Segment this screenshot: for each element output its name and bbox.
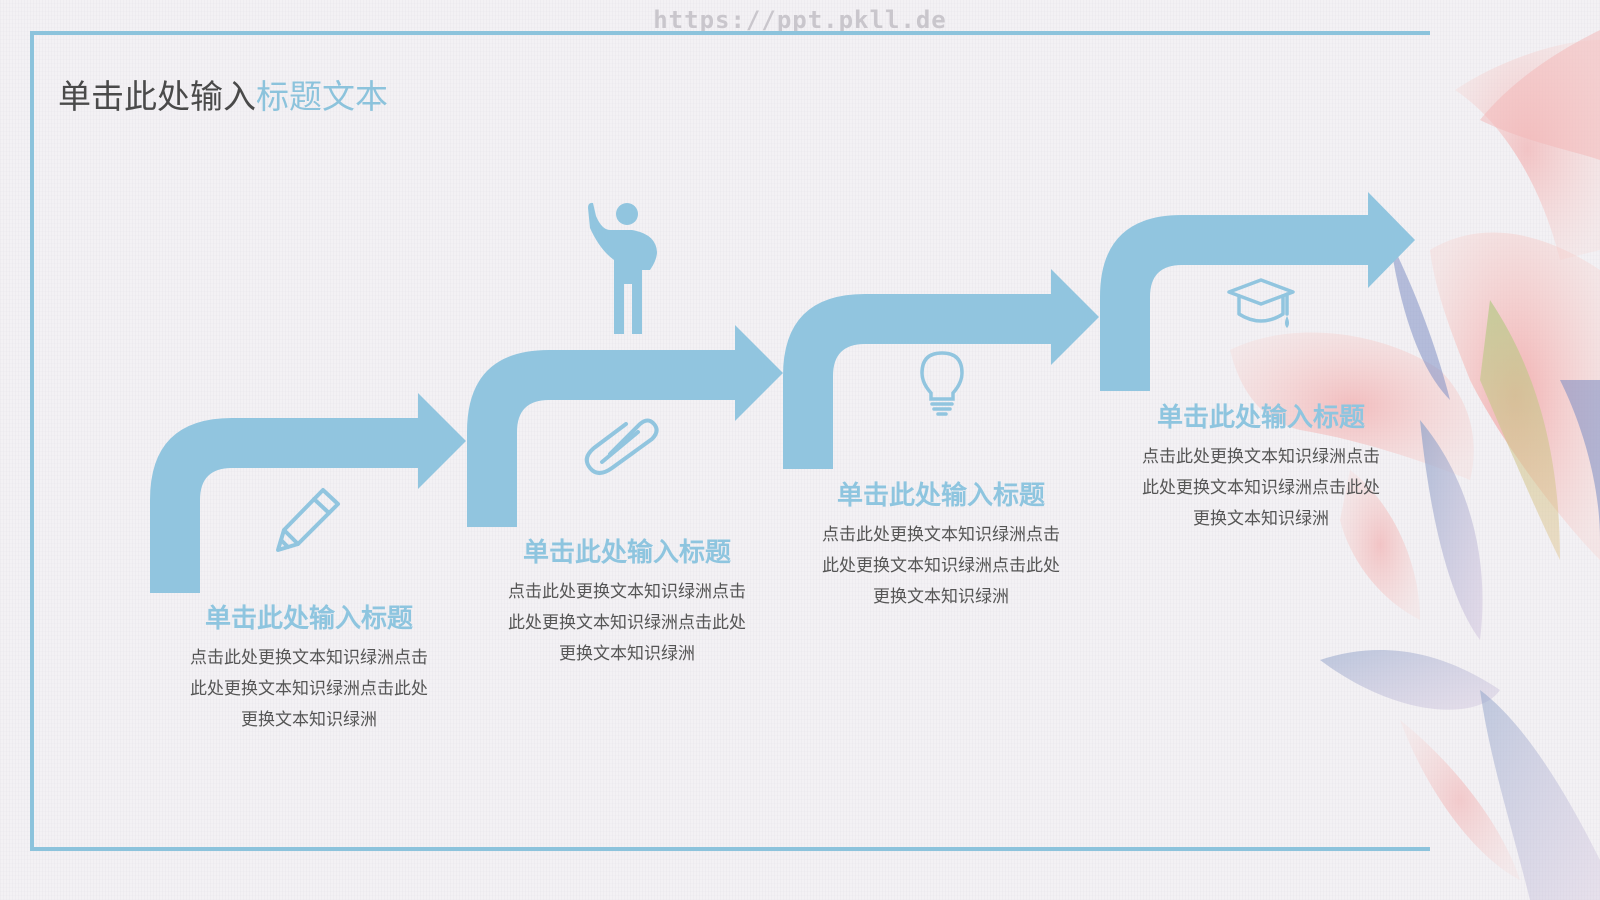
step-heading: 单击此处输入标题 xyxy=(1156,403,1365,433)
step-description: 点击此处更换文本知识绿洲点击 此处更换文本知识绿洲点击此处 更换文本知识绿洲 xyxy=(1126,442,1396,535)
graduation-cap-icon xyxy=(1227,278,1295,328)
frame-left-line xyxy=(30,31,34,851)
step-desc-line: 此处更换文本知识绿洲点击此处 xyxy=(822,556,1060,576)
step-heading: 单击此处输入标题 xyxy=(836,481,1045,511)
step-desc-line: 此处更换文本知识绿洲点击此处 xyxy=(1142,478,1380,498)
step-description: 点击此处更换文本知识绿洲点击 此处更换文本知识绿洲点击此处 更换文本知识绿洲 xyxy=(806,520,1076,613)
step-description: 点击此处更换文本知识绿洲点击 此处更换文本知识绿洲点击此处 更换文本知识绿洲 xyxy=(174,643,444,736)
step-3-text: 单击此处输入标题 点击此处更换文本知识绿洲点击 此处更换文本知识绿洲点击此处 更… xyxy=(806,475,1076,613)
pencil-icon xyxy=(276,488,340,552)
step-arrow-3 xyxy=(783,269,1099,469)
paperclip-icon xyxy=(584,418,659,475)
step-2-text: 单击此处输入标题 点击此处更换文本知识绿洲点击 此处更换文本知识绿洲点击此处 更… xyxy=(492,532,762,670)
watermark: https://ppt.pkll.de xyxy=(653,6,947,34)
step-heading: 单击此处输入标题 xyxy=(204,604,413,634)
frame-bottom-line xyxy=(30,847,1430,851)
lightbulb-icon xyxy=(920,351,964,416)
step-desc-line: 更换文本知识绿洲 xyxy=(1193,509,1329,529)
step-desc-line: 此处更换文本知识绿洲点击此处 xyxy=(190,679,428,699)
frame-top-line xyxy=(30,31,1430,35)
step-arrow-1 xyxy=(150,393,466,593)
step-arrow-2 xyxy=(467,325,783,527)
step-4-text: 单击此处输入标题 点击此处更换文本知识绿洲点击 此处更换文本知识绿洲点击此处 更… xyxy=(1126,397,1396,535)
step-1-text: 单击此处输入标题 点击此处更换文本知识绿洲点击 此处更换文本知识绿洲点击此处 更… xyxy=(174,598,444,736)
step-description: 点击此处更换文本知识绿洲点击 此处更换文本知识绿洲点击此处 更换文本知识绿洲 xyxy=(492,577,762,670)
step-heading: 单击此处输入标题 xyxy=(522,538,731,568)
step-desc-line: 此处更换文本知识绿洲点击此处 xyxy=(508,613,746,633)
title-accent: 标题文本 xyxy=(256,77,388,116)
step-desc-line: 点击此处更换文本知识绿洲点击 xyxy=(1142,447,1380,467)
step-desc-line: 更换文本知识绿洲 xyxy=(241,710,377,730)
step-desc-line: 点击此处更换文本知识绿洲点击 xyxy=(190,648,428,668)
step-desc-line: 点击此处更换文本知识绿洲点击 xyxy=(822,525,1060,545)
step-desc-line: 更换文本知识绿洲 xyxy=(873,587,1009,607)
title-main: 单击此处输入 xyxy=(58,77,256,116)
step-desc-line: 点击此处更换文本知识绿洲点击 xyxy=(508,582,746,602)
page-title: 单击此处输入标题文本 xyxy=(58,70,388,118)
step-arrow-4 xyxy=(1100,192,1415,391)
step-desc-line: 更换文本知识绿洲 xyxy=(559,644,695,664)
person-waving-icon xyxy=(588,202,657,334)
